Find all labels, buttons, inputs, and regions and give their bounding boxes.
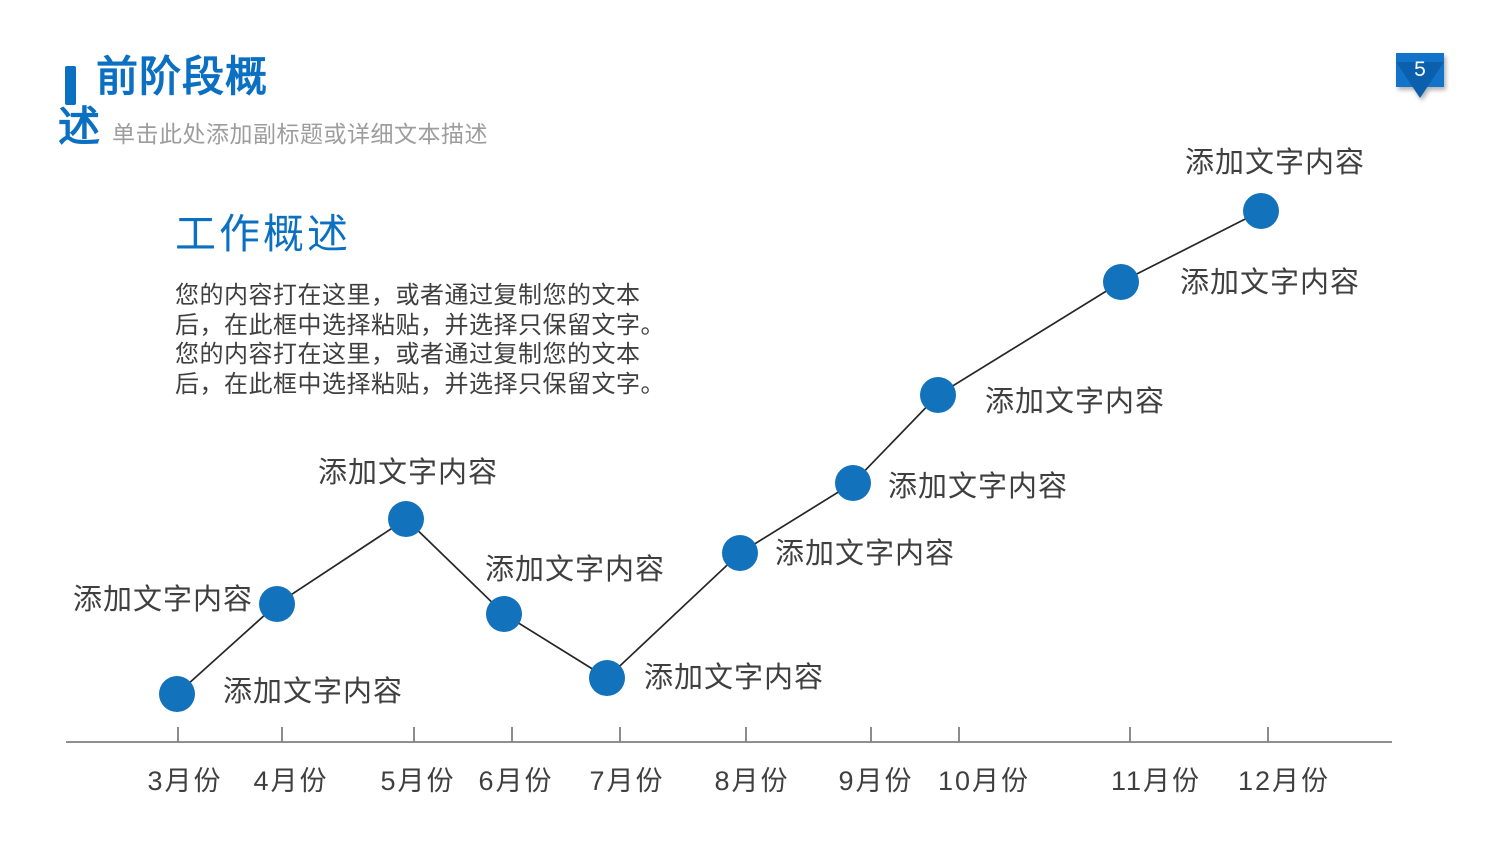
data-point	[259, 586, 295, 622]
data-point	[722, 535, 758, 571]
x-axis-label: 7月份	[589, 766, 664, 796]
data-point	[1103, 264, 1139, 300]
x-axis-label: 10月份	[938, 766, 1030, 796]
data-point-label: 添加文字内容	[73, 583, 253, 616]
data-point	[486, 596, 522, 632]
data-point	[159, 676, 195, 712]
x-axis-label: 6月份	[478, 766, 553, 796]
slide-title: 前阶段概 述	[58, 53, 269, 150]
x-axis-label: 8月份	[714, 766, 789, 796]
data-point	[589, 660, 625, 696]
page-number-badge: 5	[1395, 53, 1445, 101]
data-point-label: 添加文字内容	[985, 385, 1165, 418]
page-badge-shape	[1396, 53, 1444, 98]
line-series	[176, 210, 1262, 695]
data-point-label: 添加文字内容	[888, 470, 1068, 503]
data-point-label: 添加文字内容	[318, 456, 498, 489]
slide-subtitle: 单击此处添加副标题或详细文本描述	[112, 121, 488, 147]
x-axis-label: 9月份	[838, 766, 913, 796]
x-axis-label: 4月份	[253, 766, 328, 796]
data-point-label: 添加文字内容	[1180, 266, 1360, 299]
x-axis-label: 12月份	[1238, 766, 1330, 796]
body-text: 您的内容打在这里，或者通过复制您的文本 后，在此框中选择粘贴，并选择只保留文字。…	[175, 282, 665, 398]
section-heading: 工作概述	[175, 211, 351, 257]
data-point	[920, 377, 956, 413]
data-point-label: 添加文字内容	[485, 553, 665, 586]
x-axis-label: 5月份	[380, 766, 455, 796]
data-point-label: 添加文字内容	[1185, 146, 1365, 179]
data-point-label: 添加文字内容	[223, 675, 403, 708]
data-point	[835, 465, 871, 501]
data-point	[1243, 193, 1279, 229]
page-number: 5	[1414, 58, 1426, 81]
title-accent-bar	[65, 66, 76, 105]
data-point-label: 添加文字内容	[644, 661, 824, 694]
badge-flap-triangle	[1396, 62, 1444, 98]
data-point-label: 添加文字内容	[775, 537, 955, 570]
x-axis-label: 3月份	[147, 766, 222, 796]
x-axis-label: 11月份	[1111, 766, 1201, 796]
data-point	[388, 501, 424, 537]
